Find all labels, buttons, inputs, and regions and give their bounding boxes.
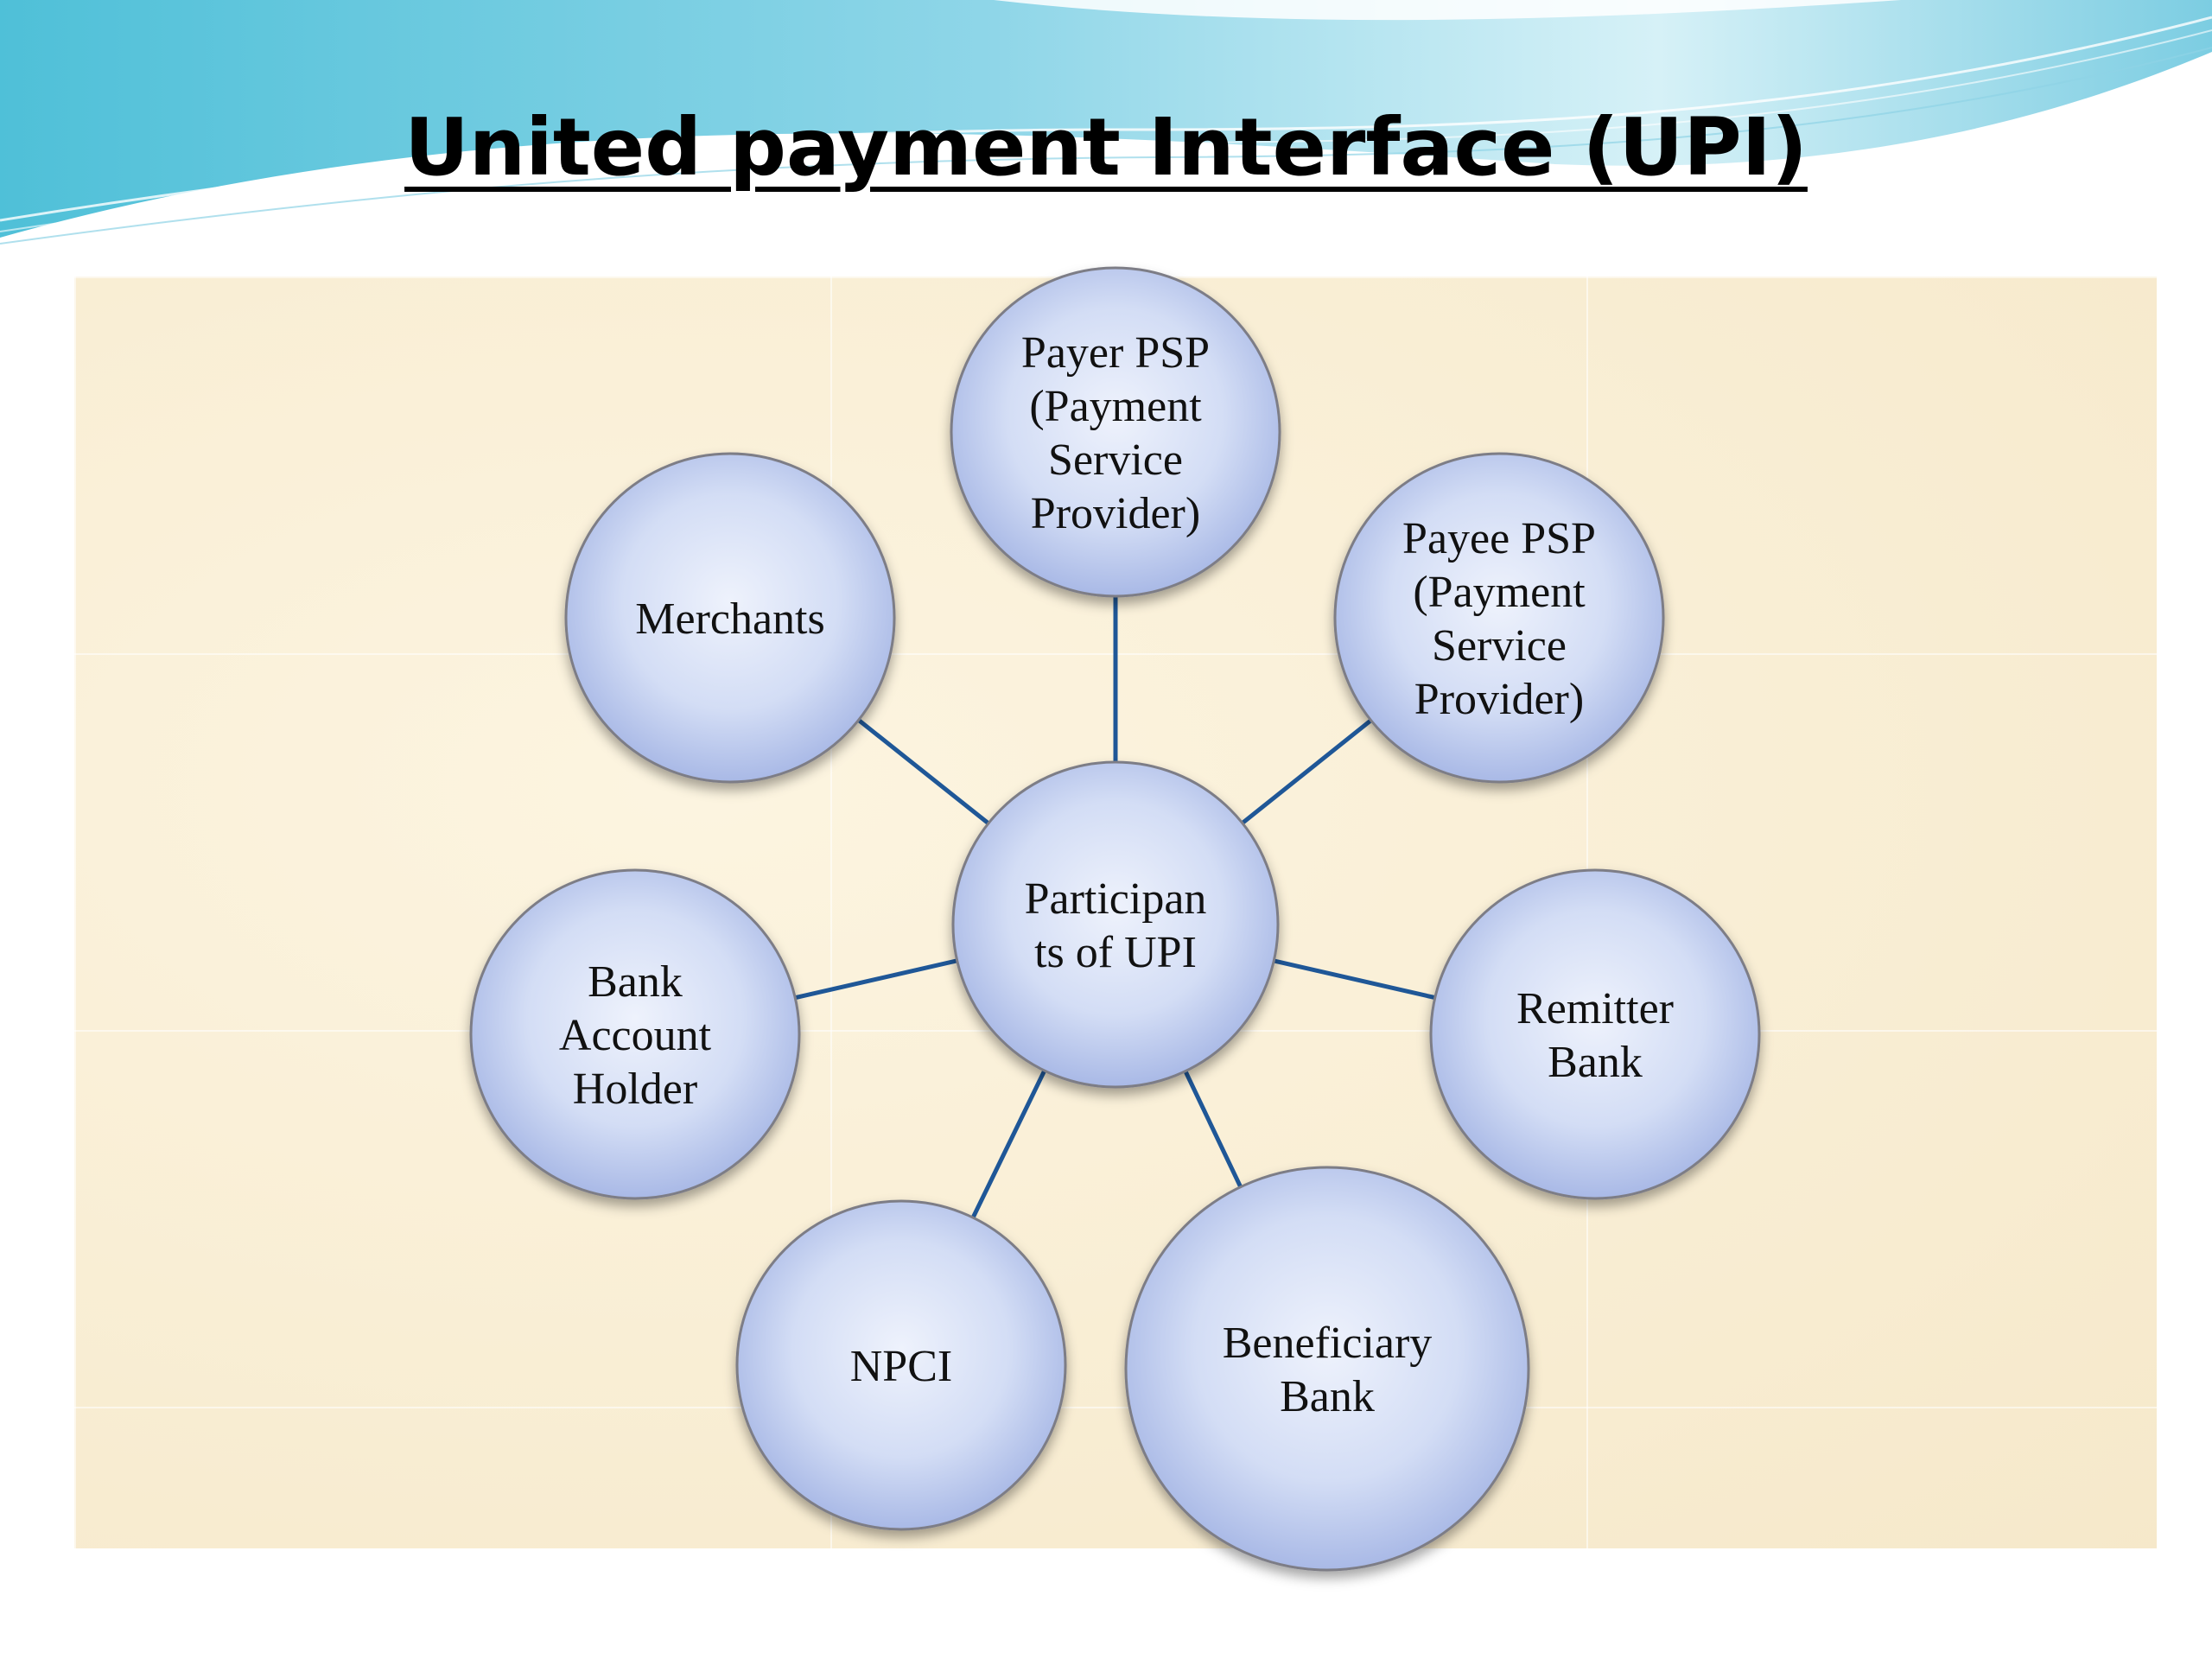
npci-label-line: NPCI bbox=[850, 1342, 952, 1391]
hub-label-line: ts of UPI bbox=[1034, 928, 1197, 977]
remitter-bank-circle bbox=[1429, 868, 1761, 1200]
connector-lines bbox=[794, 596, 1436, 1219]
payer-psp-label-line: Payer PSP bbox=[1021, 328, 1210, 378]
connector-remitter-bank bbox=[1273, 958, 1436, 1001]
merchants-circle bbox=[564, 452, 896, 784]
bank-account-holder-label-line: Account bbox=[559, 1011, 712, 1060]
node-npci: NPCI bbox=[735, 1199, 1067, 1531]
payee-psp-label-line: (Payment bbox=[1413, 568, 1586, 617]
npci-circle bbox=[735, 1199, 1067, 1531]
beneficiary-bank-label-line: Bank bbox=[1280, 1372, 1375, 1421]
bank-account-holder-label-line: Holder bbox=[573, 1065, 697, 1114]
hub-label-line: Participan bbox=[1025, 874, 1207, 924]
connector-merchants bbox=[857, 718, 990, 825]
merchants-label-line: Merchants bbox=[635, 594, 824, 644]
remitter-bank-label-line: Bank bbox=[1548, 1038, 1643, 1087]
node-merchants: Merchants bbox=[564, 452, 896, 784]
payee-psp-label-line: Payee PSP bbox=[1402, 514, 1596, 563]
connector-beneficiary-bank bbox=[1183, 1070, 1243, 1188]
bank-account-holder-circle bbox=[469, 868, 801, 1200]
payer-psp-label-line: Service bbox=[1048, 435, 1183, 485]
connector-payee-psp bbox=[1241, 718, 1373, 825]
bank-account-holder-label-line: Bank bbox=[588, 957, 683, 1007]
remitter-bank-label-line: Remitter bbox=[1516, 984, 1674, 1033]
payer-psp-label-line: Provider) bbox=[1031, 489, 1200, 538]
payee-psp-circle bbox=[1333, 452, 1665, 784]
header-wave-decoration bbox=[0, 0, 2212, 245]
connector-bank-account-holder bbox=[794, 958, 958, 1001]
hub-circle bbox=[951, 760, 1280, 1089]
slide-title: United payment Interface (UPI) bbox=[404, 101, 1808, 194]
payer-psp-circle bbox=[950, 266, 1281, 598]
connector-npci bbox=[970, 1069, 1047, 1219]
beneficiary-bank-label-line: Beneficiary bbox=[1223, 1319, 1433, 1368]
payee-psp-label-line: Service bbox=[1432, 621, 1567, 671]
payee-psp-label-line: Provider) bbox=[1414, 675, 1584, 724]
beneficiary-bank-circle bbox=[1124, 1166, 1530, 1572]
payer-psp-label-line: (Payment bbox=[1029, 382, 1202, 431]
